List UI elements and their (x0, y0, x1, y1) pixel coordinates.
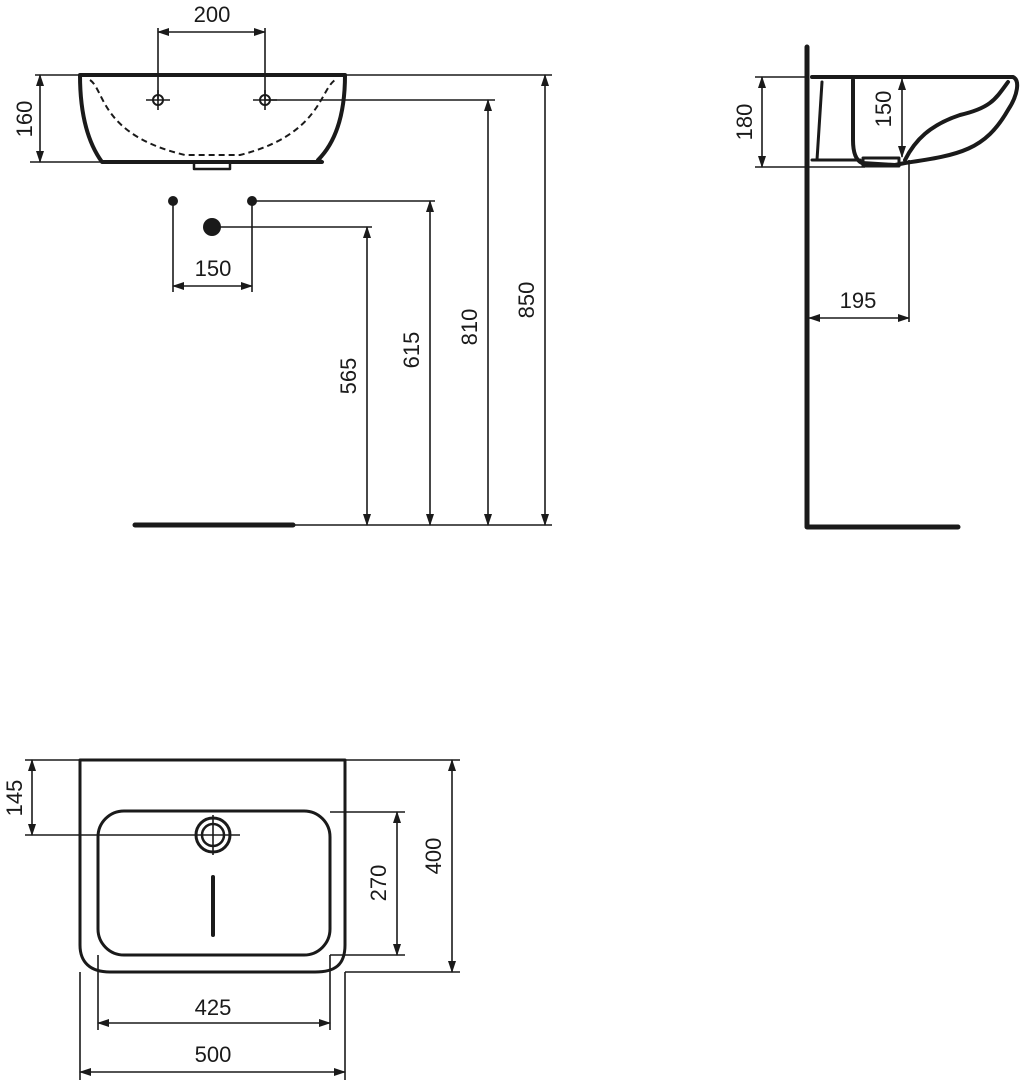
plan-view: 145 270 400 425 500 (2, 758, 460, 1080)
dim-supply-spacing: 150 (195, 256, 232, 281)
bowl-hidden-line (89, 79, 336, 156)
waste-outlet-side (861, 156, 901, 168)
dim-inner-depth: 270 (366, 865, 391, 902)
supply-point-right (247, 196, 257, 206)
supply-point-left (168, 196, 178, 206)
basin-outline-front (78, 73, 347, 164)
dim-overall-width: 500 (195, 1042, 232, 1067)
dim-waste-projection: 195 (840, 288, 877, 313)
waste-point (203, 218, 221, 236)
dim-inner-width: 425 (195, 995, 232, 1020)
dim-tap-hole-height: 810 (457, 309, 482, 346)
dim-tap-hole-from-back: 145 (2, 780, 27, 817)
dim-waste-height: 565 (336, 358, 361, 395)
dim-overall-depth-height: 180 (732, 104, 757, 141)
front-view: 200 160 150 565 615 810 850 (12, 2, 552, 528)
bowl-outline-plan (96, 809, 332, 957)
dim-bowl-depth: 150 (871, 91, 896, 128)
basin-outline-side (810, 75, 1020, 167)
dim-rim-height: 850 (514, 282, 539, 319)
dim-tap-hole-spacing: 200 (194, 2, 231, 27)
basin-outline-plan (78, 758, 347, 974)
wall-and-floor (804, 44, 961, 530)
side-view: 180 150 195 (732, 44, 1020, 530)
dim-supply-height: 615 (399, 332, 424, 369)
waste-outlet (192, 160, 232, 171)
dim-basin-height: 160 (12, 101, 37, 138)
dim-overall-depth: 400 (421, 838, 446, 875)
